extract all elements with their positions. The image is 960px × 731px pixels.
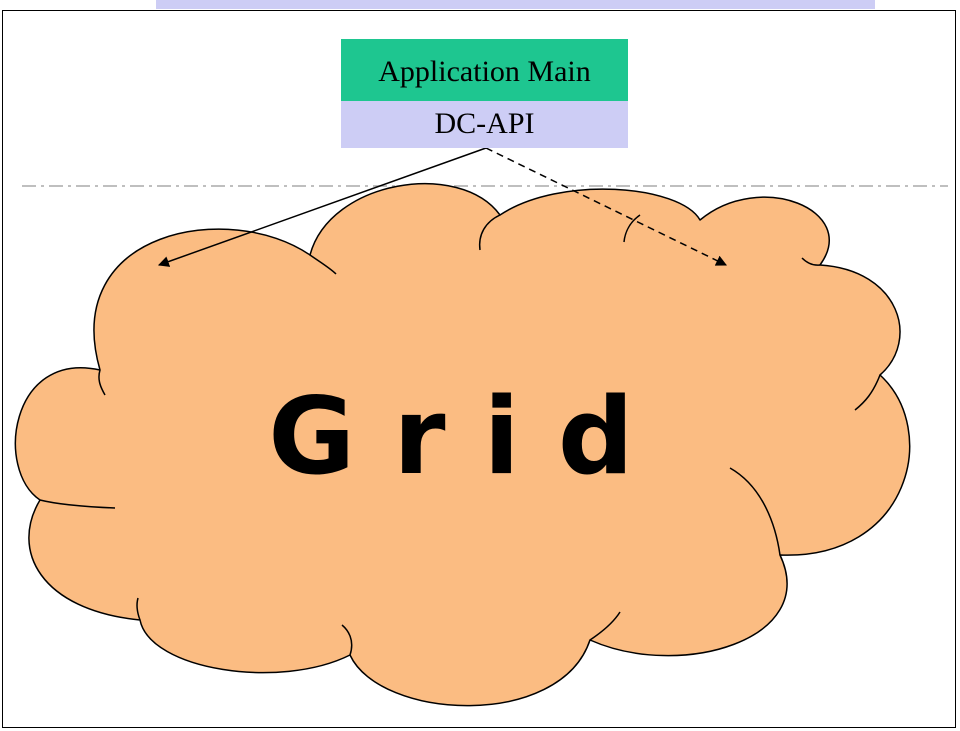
grid-cloud	[14, 183, 911, 707]
cloud-inner-arcs	[39, 214, 881, 656]
top-banner-strip	[156, 0, 875, 9]
application-main-label: Application Main	[378, 55, 591, 88]
dc-api-box: DC-API	[341, 101, 628, 148]
application-main-box: Application Main	[341, 39, 628, 101]
dashed-arrow	[485, 147, 727, 266]
grid-label: Grid	[268, 375, 672, 498]
slide-frame	[2, 10, 956, 728]
dc-api-label: DC-API	[434, 106, 535, 140]
solid-arrow	[157, 147, 487, 267]
